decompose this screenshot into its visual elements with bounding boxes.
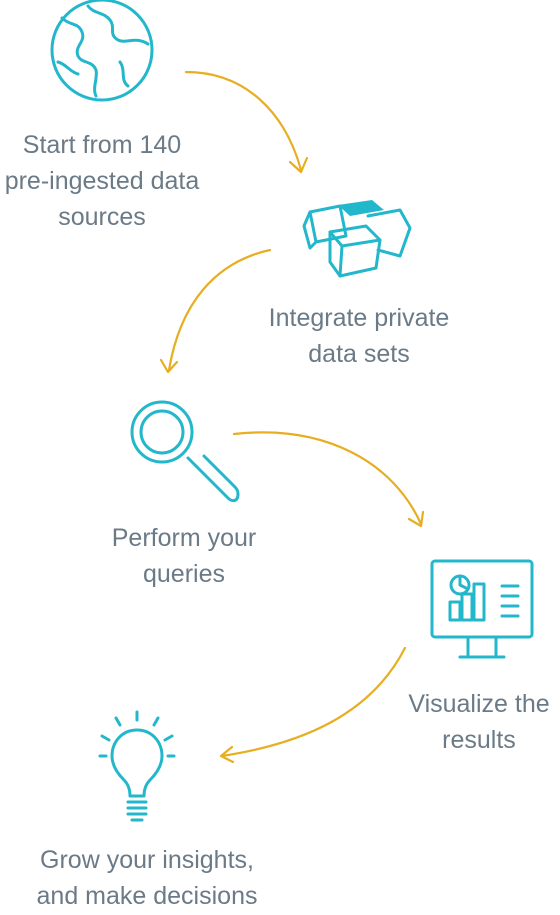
- step-visualize-label: Visualize the results: [408, 690, 550, 754]
- arrow-2: [159, 248, 272, 374]
- arrow-4: [219, 646, 407, 764]
- arrow-3: [232, 431, 425, 528]
- globe-icon: [50, 0, 154, 102]
- step-integrate-label: Integrate private data sets: [268, 304, 450, 368]
- arrow-1: [184, 70, 309, 174]
- monitor-chart-icon: [430, 559, 534, 659]
- lightbulb-icon: [98, 710, 176, 822]
- step-query-label: Perform your queries: [111, 524, 257, 588]
- step-start-label: Start from 140 pre-ingested data sources: [4, 131, 200, 231]
- cubes-icon: [302, 200, 412, 278]
- step-grow-label: Grow your insights, and make decisions: [36, 846, 258, 910]
- magnifier-icon: [130, 400, 240, 503]
